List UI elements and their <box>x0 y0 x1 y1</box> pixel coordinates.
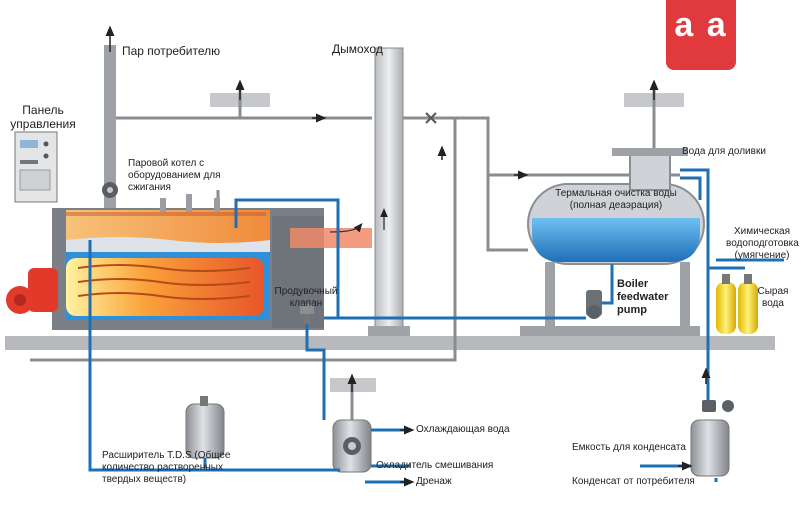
label-control-panel: Панель управления <box>10 103 76 131</box>
tds-expander-tank <box>185 396 225 459</box>
chimney <box>368 47 410 336</box>
chimney-valve <box>425 112 437 124</box>
blowdown-valve <box>300 304 314 324</box>
brand-logo: a a <box>666 0 736 70</box>
deaerator-tank <box>520 148 705 336</box>
label-cooling-water: Охлаждающая вода <box>416 424 510 435</box>
label-raw-water: Сырая вода <box>757 286 789 309</box>
label-makeup-water: Вода для доливки <box>682 146 766 157</box>
steam-valve <box>102 182 118 198</box>
flue-arrow <box>329 223 363 233</box>
label-chimney: Дымоход <box>332 42 383 56</box>
label-steam-to-consumer: Пар потребителю <box>122 44 221 58</box>
condensate-tank <box>690 400 734 477</box>
steam-piping <box>30 50 680 470</box>
label-steam-boiler: Паровой котел с оборудованием для сжиган… <box>128 158 221 193</box>
floor-slab <box>5 336 775 350</box>
label-deaeration-title: Термальная очистка воды <box>555 188 677 199</box>
logo-text: a a <box>674 6 728 44</box>
label-condensate-tank: Емкость для конденсата <box>572 442 686 453</box>
label-drain: Дренаж <box>416 476 452 487</box>
label-tds-expander: Расширитель T.D.S (Общее количество раст… <box>102 450 231 485</box>
control-panel <box>14 131 58 203</box>
label-mixing-cooler: Охладитель смешивания <box>376 460 494 471</box>
flue-duct <box>290 228 372 248</box>
label-chemical-treatment: Химическая водоподготовка (умягчение) <box>726 226 799 261</box>
flow-arrows <box>312 113 711 487</box>
chemical-treatment-cylinders <box>716 274 758 334</box>
label-blowdown-valve: Продувочный клапан <box>274 286 338 309</box>
label-feedwater-pump: Boiler feedwater pump <box>617 278 669 316</box>
label-condensate-from-consumer: Конденсат от потребителя <box>572 476 695 487</box>
label-deaeration-sub: (полная деаэрация) <box>569 200 663 211</box>
steam-boiler <box>52 194 324 330</box>
feedwater-pump <box>586 290 602 319</box>
water-piping <box>88 168 784 484</box>
burner <box>6 268 58 314</box>
steam-outlet-pipe <box>104 45 116 220</box>
mixing-cooler-tank <box>332 419 372 473</box>
